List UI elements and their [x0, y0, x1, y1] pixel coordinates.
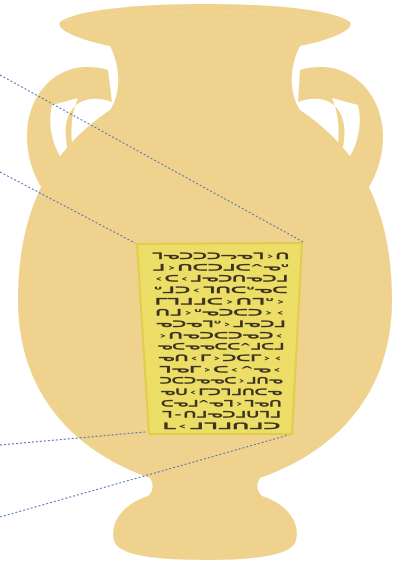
inscription-row: ᒣᓀᒥ›ᑕ‹^ᓀ‹ — [159, 364, 283, 375]
inscription-row: ᒣᓀᑐᑐᑐᓓᓀᒣ›ᑎ — [152, 251, 290, 262]
inscription-row: ᐡᒧᑐ‹ᒣᑎᑕᐡᓀᑕ — [154, 285, 289, 296]
inscription-row: ›ᑎᓀᑐᑕᑐᓀᑐ‹ — [157, 330, 285, 341]
inscription-row: ᒣ-ᑎᒧᓀᑐᒧᑌᒣᒧ — [162, 410, 281, 421]
inscription-panel: ᒣᓀᑐᑐᑐᓓᓀᒣ›ᑎᒧ›ᑎᑕᑐᒧᑕ^ᓀᐡ‹ᑕ‹ᒧᓀᑐᑎᓀᑐᒧᐡᒧᑐ‹ᒣᑎᑕᐡᓀᑕ… — [137, 243, 302, 434]
inscription-row: ᒪ‹ᒧᒣᒧᑎᒧᑐ — [162, 421, 281, 432]
inscription-row: ᓀᑎ‹ᒥ›ᑐᑕᒥ›‹ — [158, 353, 284, 364]
inscription-row: ‹ᑕ‹ᒧᓀᑐᑎᓀᑐᒧ — [153, 274, 288, 285]
inscription-row: ᒧ›ᑎᑕᑐᒧᑕ^ᓀᐡ — [152, 262, 289, 273]
inscription-row: ᑕᓀᒧ^ᓀᒣ›ᒣᓀᑎ — [161, 398, 282, 409]
inscription-row: ᒥᒣᒧᒧᑕ›ᑎᒣᐡ› — [155, 296, 287, 307]
inscription-row: ᓀᑕᓀᓀᑕᑕ^ᒧᑕᒧ — [157, 342, 284, 353]
inscription-row: ᑎᒧ›ᐡᓀᑐᑕᑐ›‹ — [155, 308, 286, 319]
inscription-row: ᓀᑐᓀᒣᐡ›ᒧᓀᑐᒧ — [156, 319, 286, 330]
inscription-row: ᑐᑕᑐᓀᓀᑕ›ᒧᑎᓀ — [160, 376, 284, 387]
inscription-row: ᓀᑌ‹ᒥᑐᒣᒧᑎᑕᓀ — [160, 387, 282, 398]
